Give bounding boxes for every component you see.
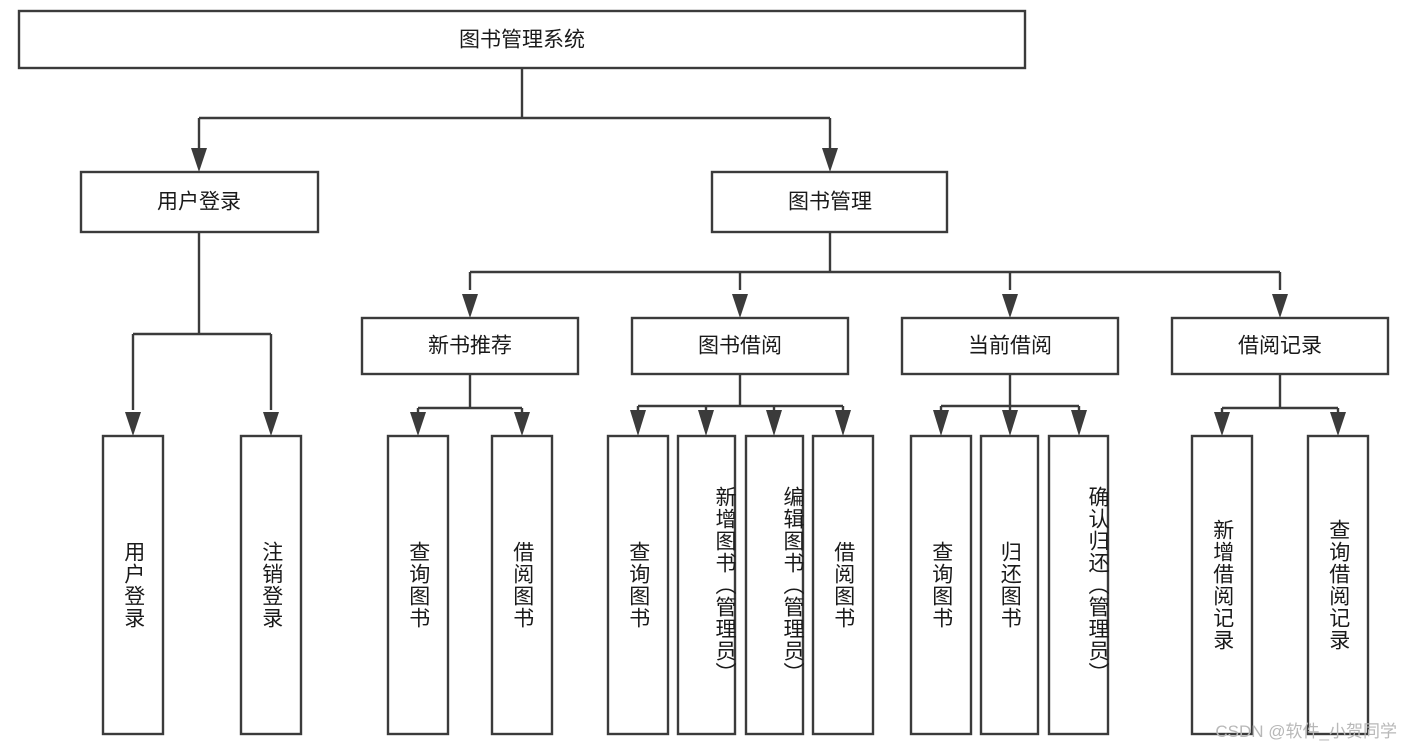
node-leaf-logout-login[interactable] — [239, 434, 303, 736]
connector-root-to-level2 — [191, 68, 838, 172]
label-new-book-recommend: 新书推荐 — [428, 335, 512, 358]
node-leaf-add-book-admin[interactable] — [676, 434, 737, 736]
node-borrow-record[interactable] — [1170, 316, 1390, 376]
node-leaf-return-book[interactable] — [979, 434, 1040, 736]
label-user-login: 用户登录 — [157, 191, 241, 214]
node-book-borrow[interactable] — [630, 316, 850, 376]
node-leaf-query-borrow-record[interactable] — [1306, 434, 1370, 736]
label-borrow-record: 借阅记录 — [1238, 335, 1322, 358]
node-new-book-recommend[interactable] — [360, 316, 580, 376]
node-leaf-edit-book-admin[interactable] — [744, 434, 805, 736]
label-root: 图书管理系统 — [459, 29, 585, 52]
label-current-borrow: 当前借阅 — [968, 335, 1052, 358]
node-current-borrow[interactable] — [900, 316, 1120, 376]
connector-current-borrow-to-leaves — [933, 374, 1087, 436]
label-book-management: 图书管理 — [788, 191, 872, 214]
connector-borrow-record-to-leaves — [1214, 374, 1346, 436]
node-leaf-add-borrow-record[interactable] — [1190, 434, 1254, 736]
node-leaf-query-book-3[interactable] — [909, 434, 973, 736]
node-book-management[interactable] — [710, 170, 949, 234]
connector-book-borrow-to-leaves — [630, 374, 851, 436]
connector-new-book-recommend-to-leaves — [410, 374, 530, 436]
node-user-login[interactable] — [79, 170, 320, 234]
connector-book-management-to-level3 — [462, 232, 1288, 318]
node-leaf-borrow-book-1[interactable] — [490, 434, 554, 736]
node-root[interactable] — [17, 9, 1027, 70]
label-book-borrow: 图书借阅 — [698, 335, 782, 358]
node-leaf-user-login[interactable] — [101, 434, 165, 736]
connector-user-login-to-leaves — [125, 232, 279, 436]
node-leaf-query-book-2[interactable] — [606, 434, 670, 736]
node-leaf-confirm-return-admin[interactable] — [1047, 434, 1110, 736]
csdn-watermark: CSDN @软件_小贺同学 — [1215, 722, 1397, 741]
node-leaf-borrow-book-2[interactable] — [811, 434, 875, 736]
node-leaf-query-book-1[interactable] — [386, 434, 450, 736]
